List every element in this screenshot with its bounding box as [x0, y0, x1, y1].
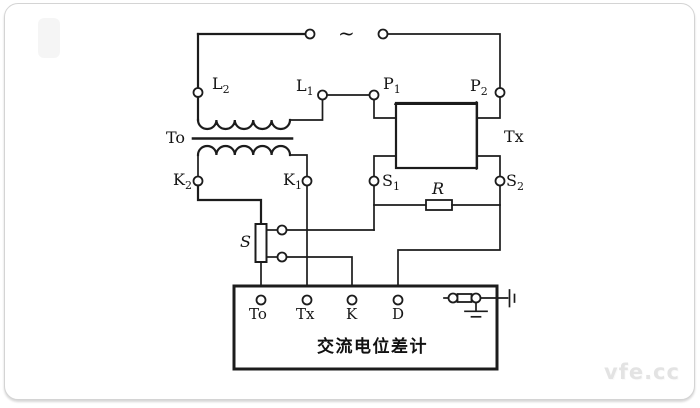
label-sub: 1 [294, 179, 302, 193]
label-to-transformer: To [166, 130, 185, 146]
resistor-body [425, 199, 453, 211]
device-tx [368, 87, 506, 187]
instrument-terminal-k [346, 294, 358, 306]
label-sub: 1 [306, 85, 314, 99]
label-text: To [166, 128, 186, 147]
label-text: P [470, 76, 481, 95]
label-sub: 1 [393, 83, 401, 97]
instrument-terminal-tx [301, 294, 313, 306]
terminal-label-tx: Tx [296, 305, 315, 323]
label-k1: K1 [283, 170, 302, 192]
label-text: S [382, 171, 393, 190]
wire [386, 33, 501, 89]
label-tx-device: Tx [504, 129, 524, 145]
label-sub: 2 [480, 85, 488, 99]
watermark: vfe.cc [604, 360, 680, 384]
source-terminal-right [377, 28, 389, 40]
terminal-l1 [317, 89, 328, 101]
terminal-s2 [494, 175, 506, 187]
terminal-s1 [368, 175, 380, 187]
fuse-left-cap [447, 292, 459, 304]
terminal-label-d: D [392, 305, 405, 323]
label-resistor: R [432, 181, 444, 197]
primary-winding [196, 118, 292, 131]
terminal-k2 [192, 175, 204, 187]
label-p1: P1 [383, 74, 401, 96]
label-sub: 1 [392, 180, 400, 194]
label-switch: S [240, 234, 251, 250]
switch-contact-lower [276, 251, 288, 263]
terminal-k1 [301, 175, 313, 187]
switch-to-k-wire [285, 256, 353, 297]
label-text: S [240, 232, 251, 251]
label-sub: 2 [184, 179, 192, 193]
switch-contact-upper [276, 224, 288, 236]
ac-source-rail [196, 28, 501, 90]
wire [373, 155, 397, 178]
wire [373, 98, 397, 119]
label-s1: S1 [382, 171, 400, 193]
switch-s [196, 184, 375, 297]
wire [477, 96, 501, 119]
instrument-terminal-d [392, 294, 404, 306]
label-text: P [383, 74, 394, 93]
terminal-p2 [494, 87, 506, 98]
potentiometer-instrument [232, 284, 516, 371]
label-l2: L2 [212, 74, 230, 96]
label-text: K [173, 170, 185, 189]
secondary-winding [196, 144, 292, 157]
transformer-to [191, 87, 328, 187]
label-sub: 2 [222, 83, 230, 97]
label-text: Tx [504, 127, 524, 146]
terminal-l2 [192, 87, 204, 98]
label-text: K [283, 170, 295, 189]
switch-body [254, 223, 268, 263]
label-l1: L1 [296, 76, 314, 98]
terminal-p1 [368, 89, 380, 101]
label-s2: S2 [506, 171, 524, 193]
instrument-name: 交流电位差计 [317, 337, 428, 356]
ac-symbol: ~ [338, 21, 355, 45]
label-p2: P2 [470, 76, 488, 98]
terminal-label-to: To [249, 305, 267, 323]
s2-to-d-wire [397, 184, 501, 297]
wire [476, 155, 501, 178]
wire [289, 98, 324, 121]
scan-smudge [38, 18, 60, 58]
k2-to-switch-wire [196, 184, 263, 226]
label-text: L [212, 74, 223, 93]
label-text: R [432, 179, 445, 198]
label-k2: K2 [173, 170, 192, 192]
terminal-label-k: K [346, 305, 358, 323]
source-terminal-left [304, 28, 316, 40]
fuse-body [456, 293, 473, 303]
resistor-r [373, 184, 501, 297]
tx-body [394, 101, 479, 170]
fuse-right-cap [470, 292, 482, 304]
label-text: S [506, 171, 517, 190]
label-text: L [296, 76, 307, 95]
wire [289, 154, 308, 178]
instrument-terminal-to [255, 294, 267, 306]
label-sub: 2 [516, 180, 524, 194]
